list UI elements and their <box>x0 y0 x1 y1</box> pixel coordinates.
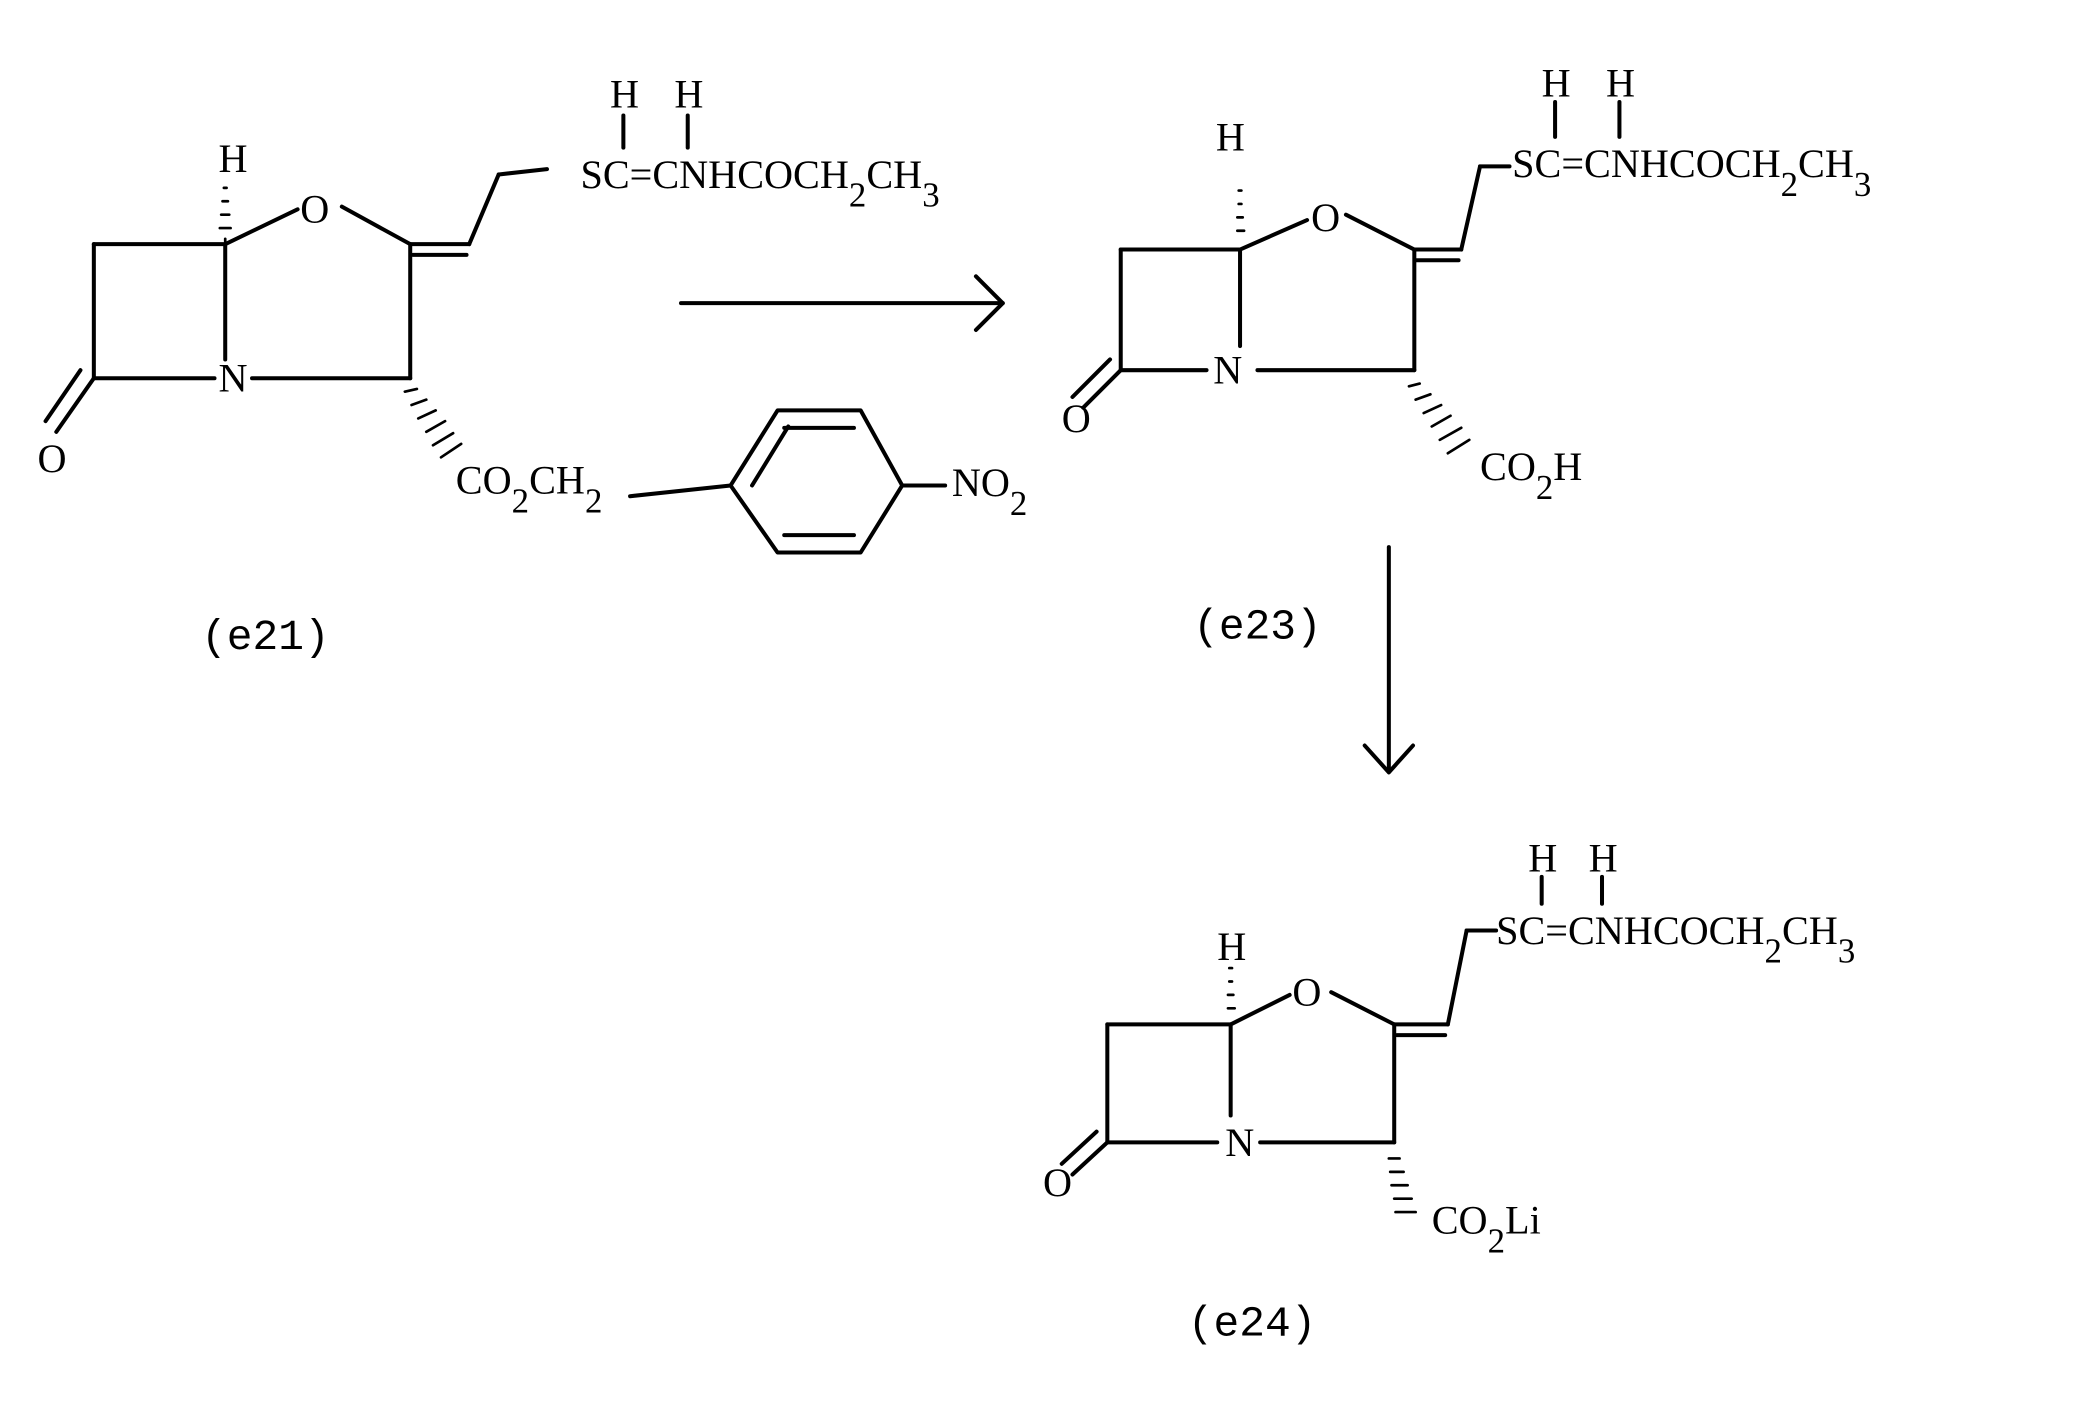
compound-e24-hash-wedges <box>1228 968 1416 1212</box>
e21-ester-formula: CO2CH2 <box>456 458 603 521</box>
e24-side-h2: H <box>1589 836 1618 881</box>
e23-h-bridge: H <box>1216 114 1245 159</box>
e23-ring-oxygen: O <box>1311 195 1340 240</box>
e21-ring-oxygen: O <box>300 187 329 232</box>
e21-carbonyl-oxygen: O <box>38 436 67 481</box>
compound-e24: H O N O H H SC=CNHCOCH2CH3 CO2Li (e24) <box>1043 836 1855 1349</box>
e21-ring-nitrogen: N <box>219 356 248 401</box>
e21-side-h2: H <box>674 71 703 116</box>
e21-nitro-group: NO2 <box>952 460 1027 523</box>
e23-carbonyl-oxygen: O <box>1062 396 1091 441</box>
e21-side-h1: H <box>610 71 639 116</box>
arrow-down <box>1365 547 1413 772</box>
compound-label-e23: (e23) <box>1193 602 1322 651</box>
compound-label-e24: (e24) <box>1188 1299 1317 1348</box>
e21-side-chain-formula: SC=CNHCOCH2CH3 <box>580 152 939 215</box>
e24-carbonyl-oxygen: O <box>1043 1160 1072 1205</box>
compound-e23-hash-wedges <box>1237 191 1469 454</box>
e24-ring-nitrogen: N <box>1225 1120 1254 1165</box>
compound-e21: H O N O H H SC=CNHCOCH2CH3 CO2CH2 NO2 (e… <box>38 71 1028 662</box>
e23-ring-nitrogen: N <box>1213 348 1242 393</box>
e24-ring-oxygen: O <box>1292 970 1321 1015</box>
e23-side-h2: H <box>1606 61 1635 106</box>
e24-side-chain-formula: SC=CNHCOCH2CH3 <box>1496 908 1855 971</box>
e23-acid-formula: CO2H <box>1480 444 1582 507</box>
e24-h-bridge: H <box>1217 924 1246 969</box>
compound-e23: H O N O H H SC=CNHCOCH2CH3 CO2H (e23) <box>1062 61 1872 652</box>
e23-side-chain-formula: SC=CNHCOCH2CH3 <box>1512 141 1871 204</box>
e24-side-h1: H <box>1528 836 1557 881</box>
compound-label-e21: (e21) <box>201 613 330 662</box>
e24-salt-formula: CO2Li <box>1432 1198 1541 1261</box>
e21-h-bridge: H <box>219 136 248 181</box>
e23-side-h1: H <box>1542 61 1571 106</box>
arrow-right <box>681 276 1003 330</box>
compound-e21-benzene-ring <box>731 410 945 552</box>
